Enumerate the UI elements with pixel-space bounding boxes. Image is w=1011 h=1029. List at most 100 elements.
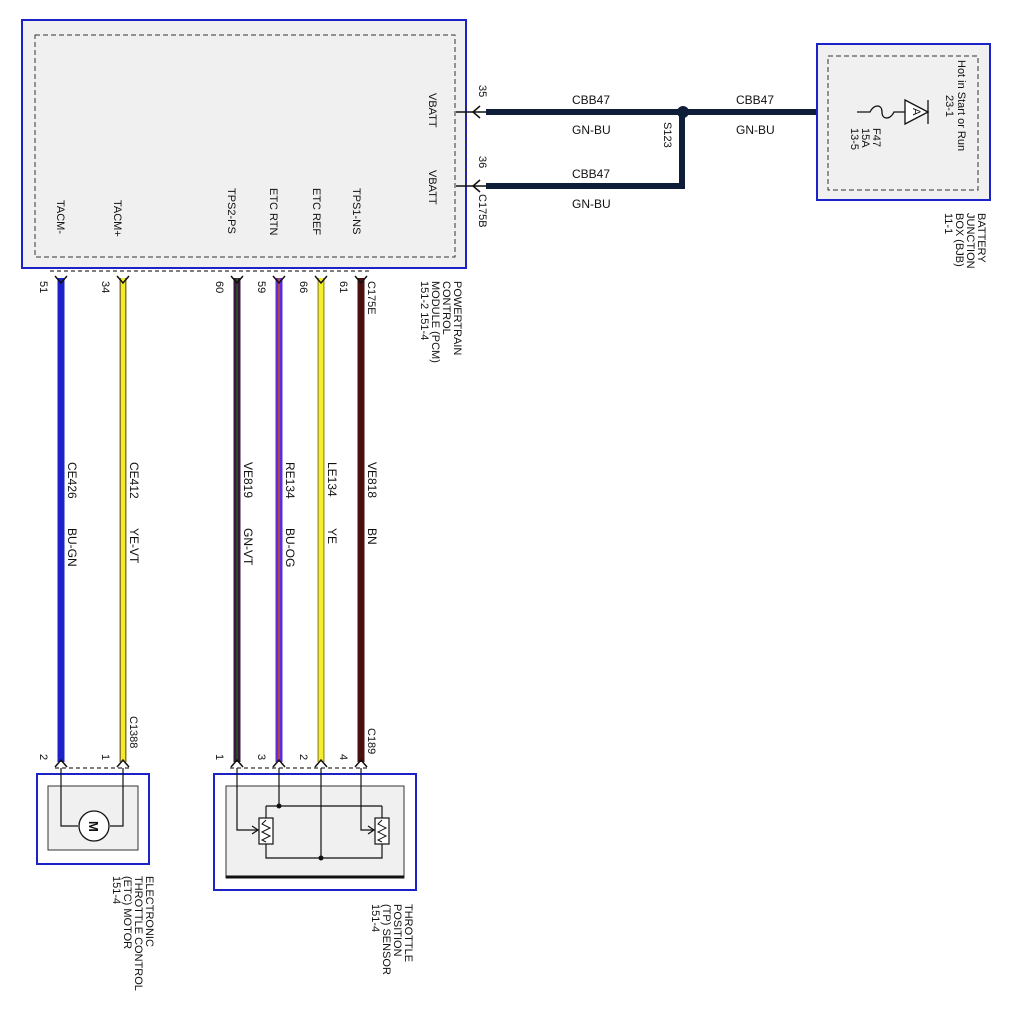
pin-number-66: 66 — [297, 281, 309, 293]
pin-number-61: 61 — [337, 281, 349, 293]
pcm-bottom-chevrons — [54, 275, 368, 285]
connector-c175e: C175E — [365, 281, 377, 315]
wire-color-bu-gn: BU-GN — [65, 528, 79, 567]
pcm-module — [21, 19, 467, 269]
splice-dot — [677, 106, 689, 118]
motor-icon — [78, 810, 110, 842]
etc-pin-2: 2 — [37, 754, 49, 760]
wire-color-gn-bu-a: GN-BU — [572, 123, 611, 137]
pcm-right-chevrons — [456, 105, 486, 193]
tp-circuit-top — [236, 768, 383, 859]
bjb-caption-line-1: BATTERY — [975, 213, 987, 263]
pcm-caption-line-4: 151-2 151-4 — [418, 281, 430, 340]
etc-caption-line-3: (ETC) MOTOR — [121, 876, 133, 949]
tp-sensor-chevrons — [230, 758, 368, 768]
potentiometer-2-wiper — [367, 825, 376, 835]
bjb-inner-dashed — [827, 55, 979, 191]
wire-color-gn-vt: GN-VT — [241, 528, 255, 566]
pin-number-35: 35 — [476, 85, 488, 97]
pcm-pin-label-vbatt-2: VBATT — [426, 170, 438, 205]
tp-pin-1: 1 — [213, 754, 225, 760]
pin-number-60: 60 — [213, 281, 225, 293]
etc-motor-caption: ELECTRONIC THROTTLE CONTROL (ETC) MOTOR … — [110, 876, 155, 991]
bjb-hot-ref: 23-1 — [943, 95, 955, 117]
chevron-61 — [354, 275, 368, 285]
fuse-label-15a: 15A — [859, 128, 871, 148]
bjb-hot-label: Hot in Start or Run — [955, 60, 967, 151]
wire-label-ce412: CE412 — [127, 462, 141, 499]
wire-color-bu-og: BU-OG — [283, 528, 297, 567]
chevron-34 — [116, 275, 130, 285]
bjb-caption-line-4: 11-1 — [942, 213, 954, 234]
connector-c189: C189 — [365, 728, 377, 754]
potentiometer-1-zigzag — [260, 819, 272, 843]
wire-color-gn-bu-b: GN-BU — [572, 197, 611, 211]
pcm-caption-line-3: MODULE (PCM) — [429, 281, 441, 363]
chevron-etc-2 — [54, 758, 68, 768]
tp-node-1 — [276, 803, 282, 809]
wire-color-gn-bu-c: GN-BU — [736, 123, 775, 137]
pcm-caption: POWERTRAIN CONTROL MODULE (PCM) 151-2 15… — [418, 281, 463, 363]
tp-pin-2: 2 — [297, 754, 309, 760]
potentiometer-1-wiper — [251, 825, 260, 835]
tp-caption-line-4: 151-4 — [369, 904, 381, 932]
pcm-caption-line-1: POWERTRAIN — [451, 281, 463, 355]
chevron-51 — [54, 275, 68, 285]
ground-symbol-letter: A — [910, 108, 922, 116]
fuse-label-13-5: 13-5 — [848, 128, 860, 150]
chevron-59 — [272, 275, 286, 285]
tp-caption-line-1: THROTTLE — [402, 904, 414, 962]
tp-pin-4: 4 — [337, 754, 349, 760]
etc-caption-line-1: ELECTRONIC — [143, 876, 155, 947]
bjb-module: A — [816, 43, 991, 201]
pcm-pin-label-tps1-ns: TPS1-NS — [350, 188, 362, 234]
splice-label-s123: S123 — [661, 122, 673, 148]
fuse-label-f47: F47 — [870, 128, 882, 147]
chevron-tp-2 — [314, 758, 328, 768]
chevron-66 — [314, 275, 328, 285]
wire-label-ve818: VE818 — [365, 462, 379, 498]
fuse-symbol — [857, 105, 905, 119]
tp-pin-3: 3 — [255, 754, 267, 760]
etc-caption-line-2: THROTTLE CONTROL — [132, 876, 144, 991]
wire-label-cbb47-c: CBB47 — [736, 93, 774, 107]
bjb-caption: BATTERY JUNCTION BOX (BJB) 11-1 — [942, 213, 987, 269]
potentiometer-2-zigzag — [376, 819, 388, 843]
bjb-caption-line-3: BOX (BJB) — [953, 213, 965, 267]
etc-motor-chevrons — [54, 758, 130, 768]
tp-sensor-module — [213, 768, 417, 891]
pcm-module-inner-dashed — [34, 34, 456, 258]
wire-label-re134: RE134 — [283, 462, 297, 499]
wire-label-ve819: VE819 — [241, 462, 255, 498]
chevron-tp-4 — [354, 758, 368, 768]
power-source-triangle — [904, 98, 930, 126]
tp-caption-line-2: POSITION — [391, 904, 403, 957]
motor-symbol-letter: M — [86, 821, 101, 832]
etc-caption-line-4: 151-4 — [110, 876, 122, 904]
wire-label-cbb47-a: CBB47 — [572, 93, 610, 107]
etc-motor-circuit — [60, 768, 124, 827]
pcm-pin-label-tps2-ps: TPS2-PS — [225, 188, 237, 234]
bjb-box — [816, 43, 991, 201]
pcm-module-box — [21, 19, 467, 269]
pcm-pin-label-tacm-minus: TACM- — [54, 200, 66, 234]
etc-motor-module: M — [36, 768, 150, 865]
etc-pin-1: 1 — [99, 754, 111, 760]
chevron-etc-1 — [116, 758, 130, 768]
wire-color-bn: BN — [365, 528, 379, 545]
chevron-tp-1 — [230, 758, 244, 768]
pcm-pin-label-etc-ref: ETC REF — [310, 188, 322, 235]
tp-caption-line-3: (TP) SENSOR — [380, 904, 392, 975]
pcm-vertical-wires — [57, 278, 365, 762]
wire-color-ye: YE — [325, 528, 339, 544]
pcm-pin-label-tacm-plus: TACM+ — [111, 200, 123, 237]
wire-label-le134: LE134 — [325, 462, 339, 497]
bjb-caption-line-2: JUNCTION — [964, 213, 976, 269]
pin-number-59: 59 — [255, 281, 267, 293]
connector-c175b: C175B — [476, 194, 488, 228]
wire-label-cbb47-b: CBB47 — [572, 167, 610, 181]
pin-number-36: 36 — [476, 156, 488, 168]
pin-number-51: 51 — [37, 281, 49, 293]
wire-cbb47-pin36 — [486, 112, 685, 189]
